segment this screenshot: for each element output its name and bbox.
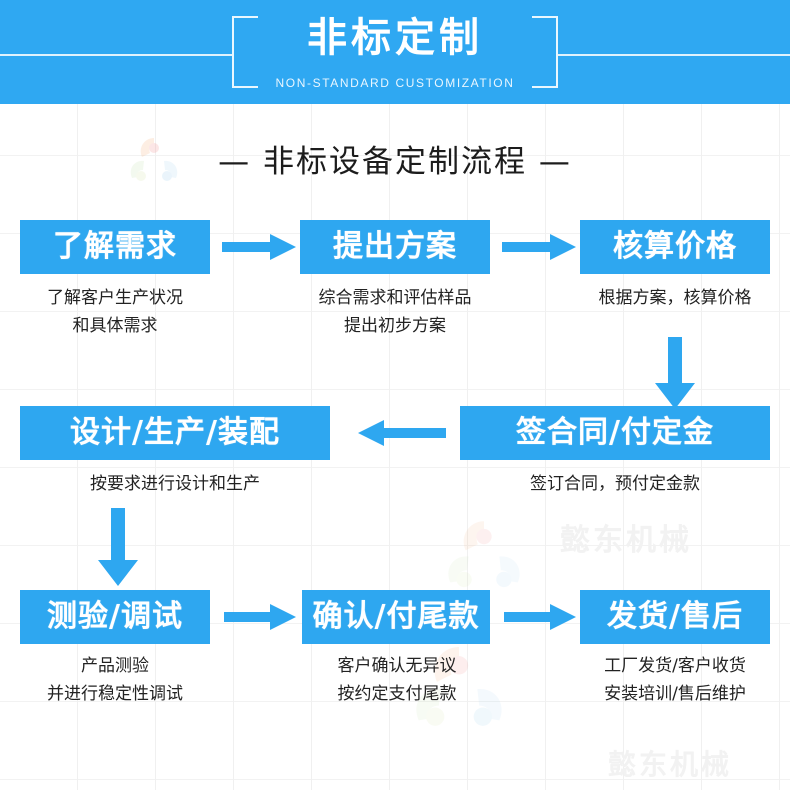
flow-step-5-label: 设计/生产/装配 (70, 415, 280, 450)
flow-step-1-caption: 了解客户生产状况 和具体需求 (47, 288, 183, 336)
flow-step-3-label: 核算价格 (613, 229, 737, 264)
flow-step-3-caption: 根据方案，核算价格 (598, 288, 752, 308)
arrow-right-icon-2 (502, 234, 576, 260)
banner-title: 非标定制 (307, 15, 483, 61)
flow-step-8-label: 发货/售后 (607, 599, 743, 634)
flow-step-2-label: 提出方案 (333, 229, 457, 264)
flow-step-8-box[interactable]: 发货/售后 (580, 590, 770, 644)
banner-bracket-top-gap (258, 14, 532, 20)
section-heading: — 非标设备定制流程 — (218, 144, 572, 180)
flow-step-2-caption: 综合需求和评估样品 提出初步方案 (318, 288, 472, 336)
header-banner: 非标定制 NON-STANDARD CUSTOMIZATION (0, 0, 790, 104)
flow-step-4-box[interactable]: 签合同/付定金 (460, 406, 770, 460)
flow-step-2-box[interactable]: 提出方案 (300, 220, 490, 274)
flow-step-6-box[interactable]: 测验/调试 (20, 590, 210, 644)
flow-step-6-label: 测验/调试 (47, 599, 183, 634)
arrow-right-icon-1 (222, 234, 296, 260)
banner-rule-left (0, 54, 232, 56)
flow-step-4-caption: 签订合同，预付定金款 (530, 474, 700, 494)
flow-step-7-caption: 客户确认无异议 按约定支付尾款 (337, 656, 457, 704)
flow-step-7-label: 确认/付尾款 (312, 599, 480, 634)
flow-step-4-label: 签合同/付定金 (516, 415, 714, 450)
arrow-right-icon-4 (504, 604, 576, 630)
arrow-down-icon-2 (98, 508, 138, 586)
company-watermark-bottom: 懿东机械 (608, 748, 733, 781)
banner-subtitle: NON-STANDARD CUSTOMIZATION (275, 76, 515, 90)
flow-step-5-box[interactable]: 设计/生产/装配 (20, 406, 330, 460)
flow-step-1-label: 了解需求 (53, 229, 177, 264)
banner-bracket-bottom-gap (258, 84, 532, 92)
flow-step-3-box[interactable]: 核算价格 (580, 220, 770, 274)
company-watermark-mid: 懿东机械 (560, 523, 692, 558)
arrow-down-icon-1 (655, 337, 695, 409)
banner-rule-right (558, 54, 790, 56)
arrow-left-icon-1 (358, 420, 446, 446)
flow-step-8-caption: 工厂发货/客户收货 安装培训/售后维护 (604, 656, 746, 704)
flow-step-6-caption: 产品测验 并进行稳定性调试 (47, 656, 183, 704)
arrow-right-icon-3 (224, 604, 296, 630)
flow-step-7-box[interactable]: 确认/付尾款 (302, 590, 490, 644)
flow-step-1-box[interactable]: 了解需求 (20, 220, 210, 274)
flow-step-5-caption: 按要求进行设计和生产 (90, 474, 260, 494)
